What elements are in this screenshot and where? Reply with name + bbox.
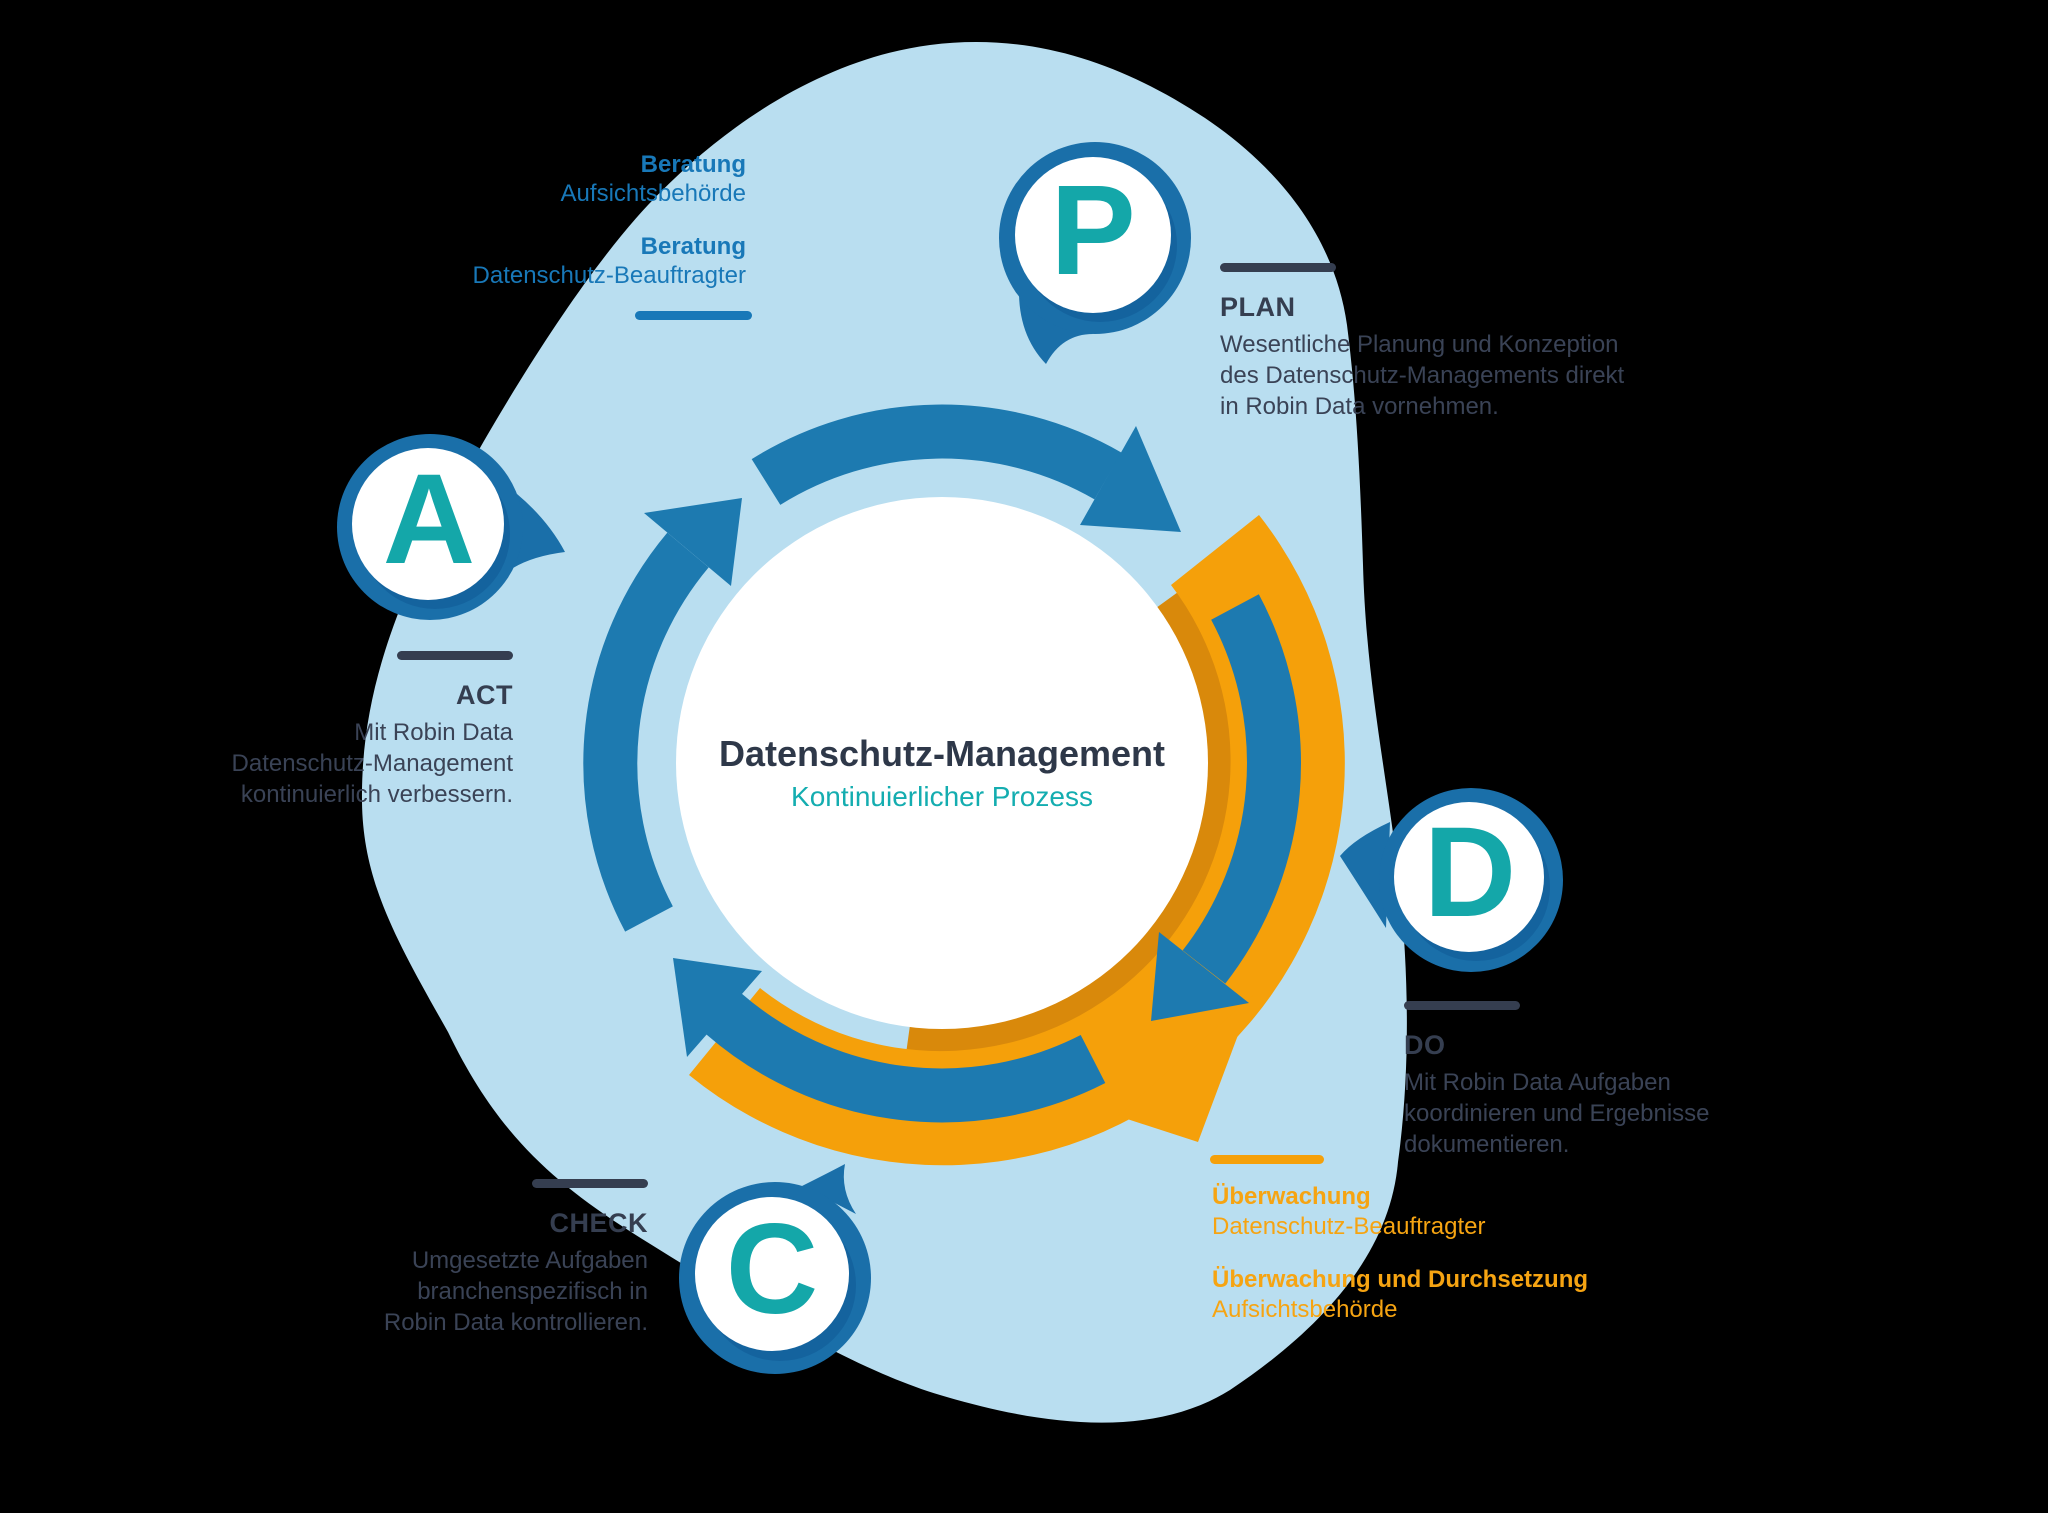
bubble-plan-face <box>1015 157 1171 313</box>
check-body-line: Robin Data kontrollieren. <box>383 1309 648 1336</box>
check-divider <box>532 1179 648 1188</box>
arrowhead-bottom <box>673 958 762 1057</box>
plan-body-line: Wesentliche Planung und Konzeption <box>1220 331 1619 358</box>
do-note: DO Mit Robin Data Aufgaben koordinieren … <box>1404 1001 1710 1160</box>
act-body-line: kontinuierlich verbessern. <box>240 781 513 808</box>
center-subtitle: Kontinuierlicher Prozess <box>791 781 1093 812</box>
check-body-line: Umgesetzte Aufgaben <box>411 1247 648 1274</box>
arrowhead-right <box>1151 932 1249 1021</box>
orange-arrow-barb <box>1118 995 1253 1142</box>
do-body-line: dokumentieren. <box>1404 1131 1570 1158</box>
do-label: DO <box>1404 1030 1446 1060</box>
check-note: CHECK Umgesetzte Aufgaben branchenspezif… <box>384 1179 648 1338</box>
arrowhead-left <box>644 498 742 586</box>
monitoring-note-line: Überwachung <box>1212 1183 1371 1210</box>
check-label: CHECK <box>549 1208 648 1238</box>
bubble-act-tail <box>513 494 565 568</box>
plan-body-line: in Robin Data vornehmen. <box>1220 393 1499 420</box>
consulting-note-line: Datenschutz-Beauftragter <box>472 262 746 289</box>
arrow-arc-left <box>583 532 709 932</box>
arrowhead-top <box>1080 426 1181 532</box>
monitoring-note-line: Überwachung und Durchsetzung <box>1212 1266 1589 1293</box>
bubble-do-tail <box>1340 822 1390 928</box>
arrow-arc-right <box>1182 594 1301 984</box>
monitoring-divider <box>1210 1155 1324 1164</box>
do-body-line: Mit Robin Data Aufgaben <box>1404 1069 1671 1096</box>
consulting-note-line: Aufsichtsbehörde <box>560 180 746 207</box>
check-body-line: branchenspezifisch in <box>417 1278 648 1305</box>
plan-label: PLAN <box>1220 292 1296 322</box>
center-title: Datenschutz-Management <box>718 733 1166 774</box>
consulting-note-line: Beratung <box>640 233 746 260</box>
center-circle <box>676 497 1208 1029</box>
act-label: ACT <box>456 680 513 710</box>
letter-plan: P <box>1050 158 1136 302</box>
plan-note: PLAN Wesentliche Planung und Konzeption … <box>1220 263 1624 422</box>
bubble-do-face <box>1394 802 1544 952</box>
act-body-line: Datenschutz-Management <box>231 750 513 777</box>
act-divider <box>397 651 513 660</box>
do-body-line: koordinieren und Ergebnisse <box>1404 1100 1710 1127</box>
consulting-note-line: Beratung <box>640 151 746 178</box>
bubble-plan <box>999 142 1191 364</box>
bubble-act-face <box>352 448 504 600</box>
monitoring-note-line: Datenschutz-Beauftragter <box>1212 1213 1486 1240</box>
plan-divider <box>1220 263 1336 272</box>
plan-body-line: des Datenschutz-Managements direkt <box>1220 362 1625 389</box>
act-body-line: Mit Robin Data <box>354 719 513 746</box>
consulting-divider <box>635 311 752 320</box>
do-divider <box>1404 1001 1520 1010</box>
bubble-check-face <box>695 1197 849 1351</box>
act-note: ACT Mit Robin Data Datenschutz-Managemen… <box>232 651 513 810</box>
cycle-arrowheads <box>644 426 1249 1057</box>
cycle-arrows <box>583 404 1301 1123</box>
letter-do: D <box>1423 800 1517 944</box>
arrow-arc-top <box>751 404 1122 506</box>
bubble-act <box>337 434 565 620</box>
monitoring-note-line: Aufsichtsbehörde <box>1212 1296 1398 1323</box>
letter-check: C <box>725 1197 819 1341</box>
bubble-check <box>679 1164 871 1374</box>
letter-act: A <box>382 447 476 591</box>
consulting-note: Beratung Aufsichtsbehörde Beratung Daten… <box>473 150 746 290</box>
monitoring-note: Überwachung Datenschutz-Beauftragter Übe… <box>1212 1182 1588 1325</box>
arrow-arc-bottom <box>706 993 1106 1123</box>
bubble-do <box>1340 788 1563 972</box>
bubble-check-tail <box>802 1164 856 1214</box>
